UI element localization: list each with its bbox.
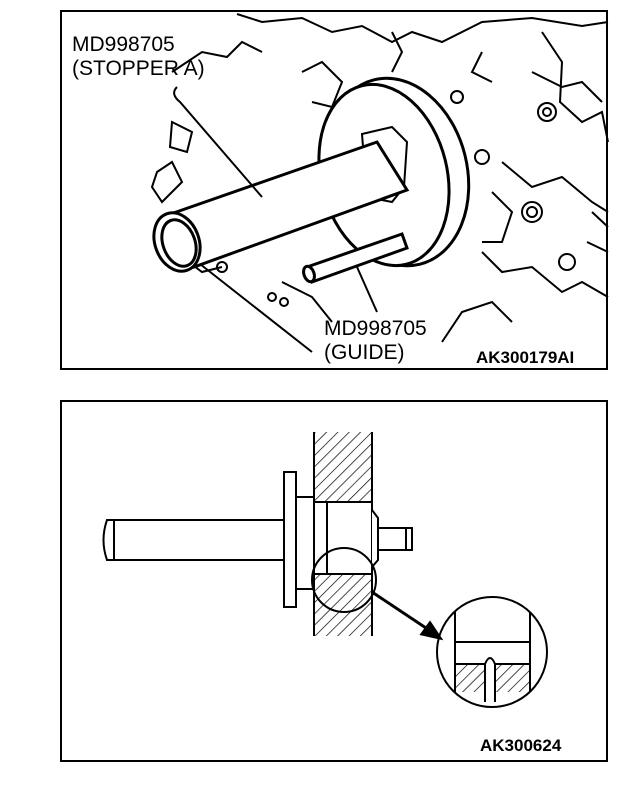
bottom-figure-panel: AK300624 [60, 400, 608, 762]
detail-circle [311, 547, 377, 613]
magnified-detail [436, 596, 548, 708]
flange [283, 471, 315, 608]
guide-part-number: MD998705 [324, 317, 427, 340]
engine-block-illustration [150, 13, 609, 353]
leader-lines [173, 86, 378, 353]
stopper-a-part-number: MD998705 [72, 33, 175, 56]
guide-name: (GUIDE) [324, 341, 405, 364]
shaft [102, 519, 285, 561]
stopper-a-name: (STOPPER A) [72, 57, 205, 80]
top-figure-panel: MD998705 (STOPPER A) MD998705 (GUIDE) AK… [60, 10, 609, 370]
detail-arrow [371, 590, 444, 641]
top-figure-code: AK300179AI [476, 348, 575, 367]
guide-pin [302, 232, 409, 284]
bottom-figure-code: AK300624 [480, 736, 562, 755]
main-shaft [152, 140, 410, 273]
cross-section-illustration [102, 432, 548, 708]
guide-plug [313, 501, 413, 575]
wall-section-upper [314, 432, 372, 502]
